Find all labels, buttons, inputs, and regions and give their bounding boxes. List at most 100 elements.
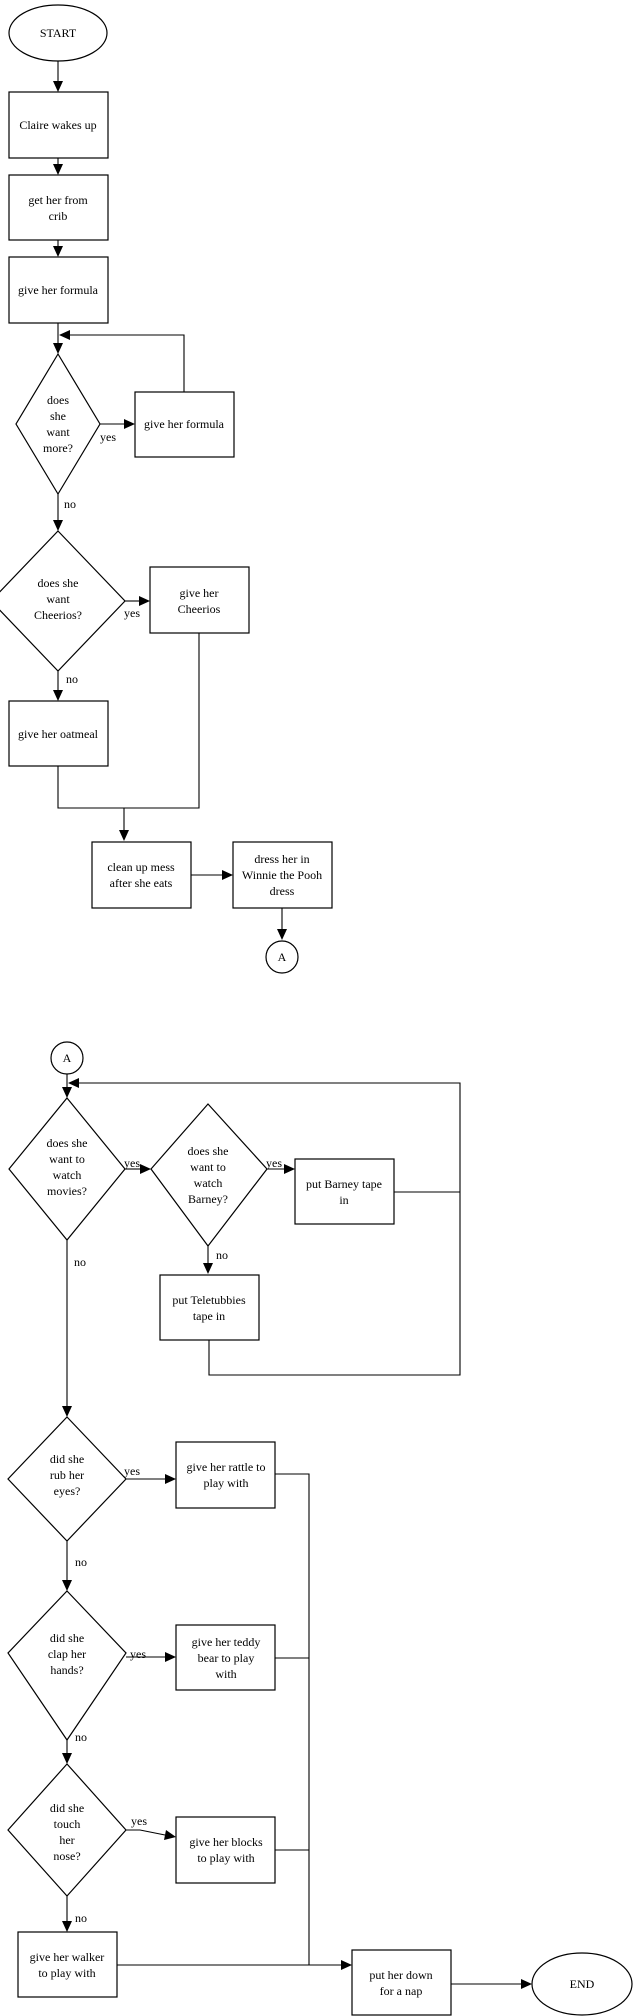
end-terminal: END bbox=[531, 1952, 633, 2016]
get-from-crib-box: get her from crib bbox=[8, 174, 109, 241]
svg-text:eyes?: eyes? bbox=[54, 1484, 81, 1498]
svg-text:hands?: hands? bbox=[50, 1663, 83, 1677]
svg-text:after she eats: after she eats bbox=[110, 876, 173, 890]
svg-text:yes: yes bbox=[124, 606, 140, 620]
connector-a-to-movies bbox=[62, 1074, 72, 1098]
connector-eyes-no: no bbox=[62, 1541, 87, 1591]
svg-text:Winnie the Pooh: Winnie the Pooh bbox=[242, 868, 322, 882]
svg-text:yes: yes bbox=[124, 1464, 140, 1478]
svg-text:no: no bbox=[66, 672, 78, 686]
svg-text:want: want bbox=[46, 425, 70, 439]
svg-text:to play with: to play with bbox=[197, 1851, 254, 1865]
connector-nap-to-end bbox=[451, 1979, 532, 1989]
svg-text:clean up mess: clean up mess bbox=[107, 860, 175, 874]
connector-more-no: no bbox=[53, 494, 76, 531]
svg-text:she: she bbox=[50, 409, 66, 423]
svg-text:to play with: to play with bbox=[38, 1966, 95, 1980]
svg-text:no: no bbox=[75, 1555, 87, 1569]
give-cheerios-box: give her Cheerios bbox=[149, 566, 250, 634]
barney-tape-box: put Barney tape in bbox=[294, 1158, 395, 1225]
connector-merge-to-cleanup bbox=[57, 633, 200, 841]
svg-text:yes: yes bbox=[131, 1814, 147, 1828]
svg-text:yes: yes bbox=[100, 430, 116, 444]
want-cheerios-decision: does she want Cheerios? bbox=[0, 530, 126, 672]
svg-text:give her teddy: give her teddy bbox=[192, 1635, 261, 1649]
want-barney-decision: does she want to watch Barney? bbox=[150, 1103, 268, 1247]
wake-up-box: Claire wakes up bbox=[8, 91, 109, 159]
connector-more-yes: yes bbox=[100, 419, 135, 444]
svg-text:give her blocks: give her blocks bbox=[189, 1835, 263, 1849]
svg-text:with: with bbox=[215, 1667, 236, 1681]
svg-text:bear to play: bear to play bbox=[198, 1651, 255, 1665]
svg-text:did she: did she bbox=[50, 1631, 84, 1645]
svg-text:rub her: rub her bbox=[50, 1468, 84, 1482]
connector-tapes-loop-back bbox=[68, 1078, 461, 1376]
svg-text:yes: yes bbox=[266, 1156, 282, 1170]
svg-text:START: START bbox=[40, 26, 77, 40]
connector-formula-to-more bbox=[53, 323, 63, 354]
dress-box: dress her in Winnie the Pooh dress bbox=[232, 841, 333, 909]
svg-text:want to: want to bbox=[190, 1160, 226, 1174]
svg-text:no: no bbox=[75, 1730, 87, 1744]
svg-text:for a nap: for a nap bbox=[380, 1984, 423, 1998]
svg-text:Cheerios?: Cheerios? bbox=[34, 608, 82, 622]
give-oatmeal-box: give her oatmeal bbox=[8, 700, 109, 767]
give-formula-box: give her formula bbox=[8, 256, 109, 324]
touch-nose-decision: did she touch her nose? bbox=[7, 1763, 127, 1897]
svg-text:clap her: clap her bbox=[48, 1647, 86, 1661]
svg-text:put Barney tape: put Barney tape bbox=[306, 1177, 382, 1191]
svg-text:yes: yes bbox=[130, 1647, 146, 1661]
clean-up-box: clean up mess after she eats bbox=[91, 841, 192, 909]
svg-text:tape in: tape in bbox=[193, 1309, 225, 1323]
connector-crib-to-formula bbox=[53, 240, 63, 257]
want-movies-decision: does she want to watch movies? bbox=[8, 1097, 126, 1241]
blocks-box: give her blocks to play with bbox=[175, 1816, 276, 1884]
nap-box: put her down for a nap bbox=[351, 1949, 452, 2016]
svg-text:put Teletubbies: put Teletubbies bbox=[172, 1293, 246, 1307]
svg-text:crib: crib bbox=[49, 209, 68, 223]
offpage-connector-a-out: A bbox=[265, 940, 299, 974]
offpage-connector-a-in: A bbox=[50, 1041, 84, 1075]
svg-text:dress her in: dress her in bbox=[254, 852, 309, 866]
svg-text:no: no bbox=[74, 1255, 86, 1269]
want-more-decision: does she want more? bbox=[15, 352, 101, 496]
svg-text:no: no bbox=[64, 497, 76, 511]
connector-eyes-yes: yes bbox=[124, 1464, 176, 1484]
svg-text:want: want bbox=[46, 592, 70, 606]
svg-text:A: A bbox=[278, 950, 287, 964]
svg-text:A: A bbox=[63, 1051, 72, 1065]
connector-start-to-wake bbox=[53, 61, 63, 92]
svg-text:movies?: movies? bbox=[47, 1184, 87, 1198]
teletubbies-tape-box: put Teletubbies tape in bbox=[159, 1274, 260, 1341]
svg-text:give her formula: give her formula bbox=[18, 283, 99, 297]
connector-barney-yes: yes bbox=[266, 1156, 295, 1174]
rub-eyes-decision: did she rub her eyes? bbox=[7, 1416, 127, 1542]
rattle-box: give her rattle to play with bbox=[175, 1441, 276, 1509]
svg-text:Barney?: Barney? bbox=[188, 1192, 228, 1206]
svg-text:no: no bbox=[216, 1248, 228, 1262]
svg-text:give her oatmeal: give her oatmeal bbox=[18, 727, 99, 741]
svg-text:does she: does she bbox=[38, 576, 79, 590]
connector-cheerios-yes: yes bbox=[124, 596, 150, 620]
svg-text:did she: did she bbox=[50, 1452, 84, 1466]
svg-text:dress: dress bbox=[270, 884, 295, 898]
connector-nose-no: no bbox=[62, 1896, 87, 1932]
svg-text:want to: want to bbox=[49, 1152, 85, 1166]
svg-text:watch: watch bbox=[194, 1176, 223, 1190]
connector-dress-to-a bbox=[277, 908, 287, 940]
svg-text:does: does bbox=[47, 393, 69, 407]
svg-text:did she: did she bbox=[50, 1801, 84, 1815]
svg-text:touch: touch bbox=[54, 1817, 81, 1831]
start-terminal: START bbox=[8, 4, 108, 62]
svg-text:no: no bbox=[75, 1911, 87, 1925]
svg-text:give her walker: give her walker bbox=[30, 1950, 105, 1964]
connector-movies-no: no bbox=[62, 1240, 86, 1417]
svg-text:Claire wakes up: Claire wakes up bbox=[19, 118, 96, 132]
svg-text:get her from: get her from bbox=[28, 193, 88, 207]
connector-merge-to-nap bbox=[117, 1473, 352, 1970]
svg-text:Cheerios: Cheerios bbox=[178, 602, 221, 616]
teddy-box: give her teddy bear to play with bbox=[175, 1624, 276, 1691]
connector-hands-no: no bbox=[62, 1730, 87, 1764]
connector-movies-yes: yes bbox=[124, 1156, 151, 1174]
connector-cleanup-to-dress bbox=[191, 870, 233, 880]
